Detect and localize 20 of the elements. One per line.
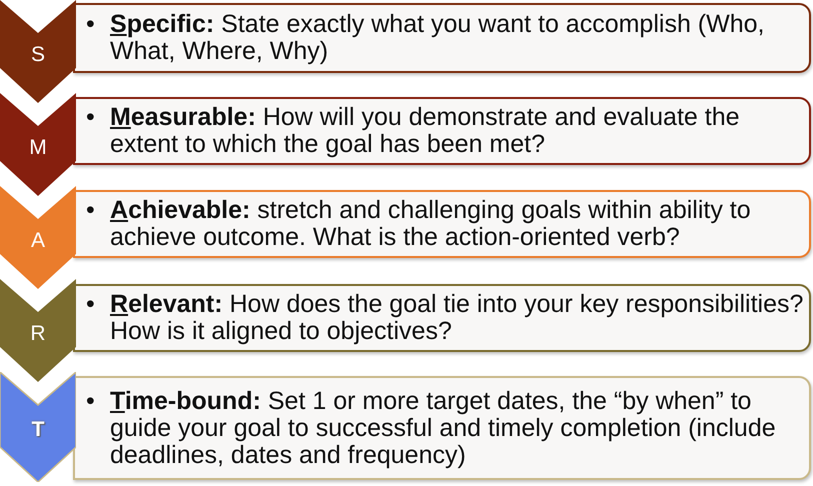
text-box — [73, 97, 811, 165]
bullet: • — [86, 388, 96, 414]
bullet: • — [86, 197, 96, 224]
bullet: • — [86, 291, 96, 318]
bullet: • — [86, 11, 96, 38]
item-text: Relevant: How does the goal tie into your key responsibilities? How is it aligned to objectives? — [110, 291, 804, 345]
item-text: Achievable: stretch and challenging goals within ability to achieve outcome. What is the action-oriented verb? — [110, 197, 752, 251]
item-text: Specific: State exactly what you want to accomplish (Who, What, Where, Why) — [110, 11, 766, 65]
text-box — [73, 284, 811, 352]
item-text: Measurable: How will you demonstrate and evaluate the extent to which the goal has been met? — [110, 104, 740, 158]
letter-label: A — [31, 228, 45, 252]
letter-label: R — [30, 322, 46, 346]
letter-label: M — [29, 136, 47, 160]
item-text: Time-bound: Set 1 or more target dates, the “by when” to guide your goal to successful and timely completion (include deadlines, dates and frequency) — [110, 388, 777, 468]
text-box — [73, 190, 811, 258]
text-box — [73, 376, 811, 480]
letter-label: S — [31, 42, 45, 66]
text-box — [73, 3, 811, 73]
bullet: • — [86, 104, 96, 131]
letter-label: T — [32, 418, 44, 442]
